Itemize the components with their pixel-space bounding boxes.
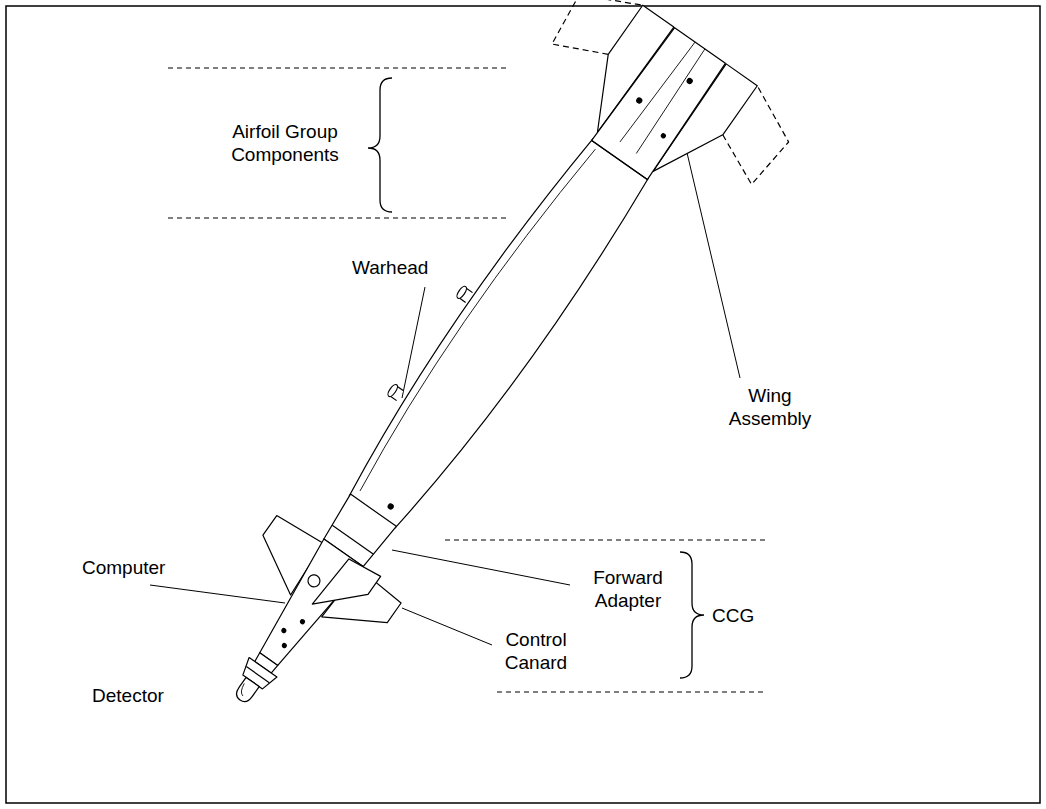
group-lines: [168, 68, 765, 692]
part-label: Detector: [92, 684, 164, 707]
part-label: Wing Assembly: [720, 384, 820, 430]
part-label: Control Canard: [486, 628, 586, 674]
part-label: Warhead: [352, 256, 428, 279]
part-label: Airfoil Group Components: [205, 120, 365, 166]
frame-border: [6, 6, 1040, 803]
part-label: Forward Adapter: [573, 566, 683, 612]
part-label: Computer: [82, 556, 165, 579]
part-label: CCG: [712, 604, 754, 627]
missile-body: [135, 0, 804, 774]
